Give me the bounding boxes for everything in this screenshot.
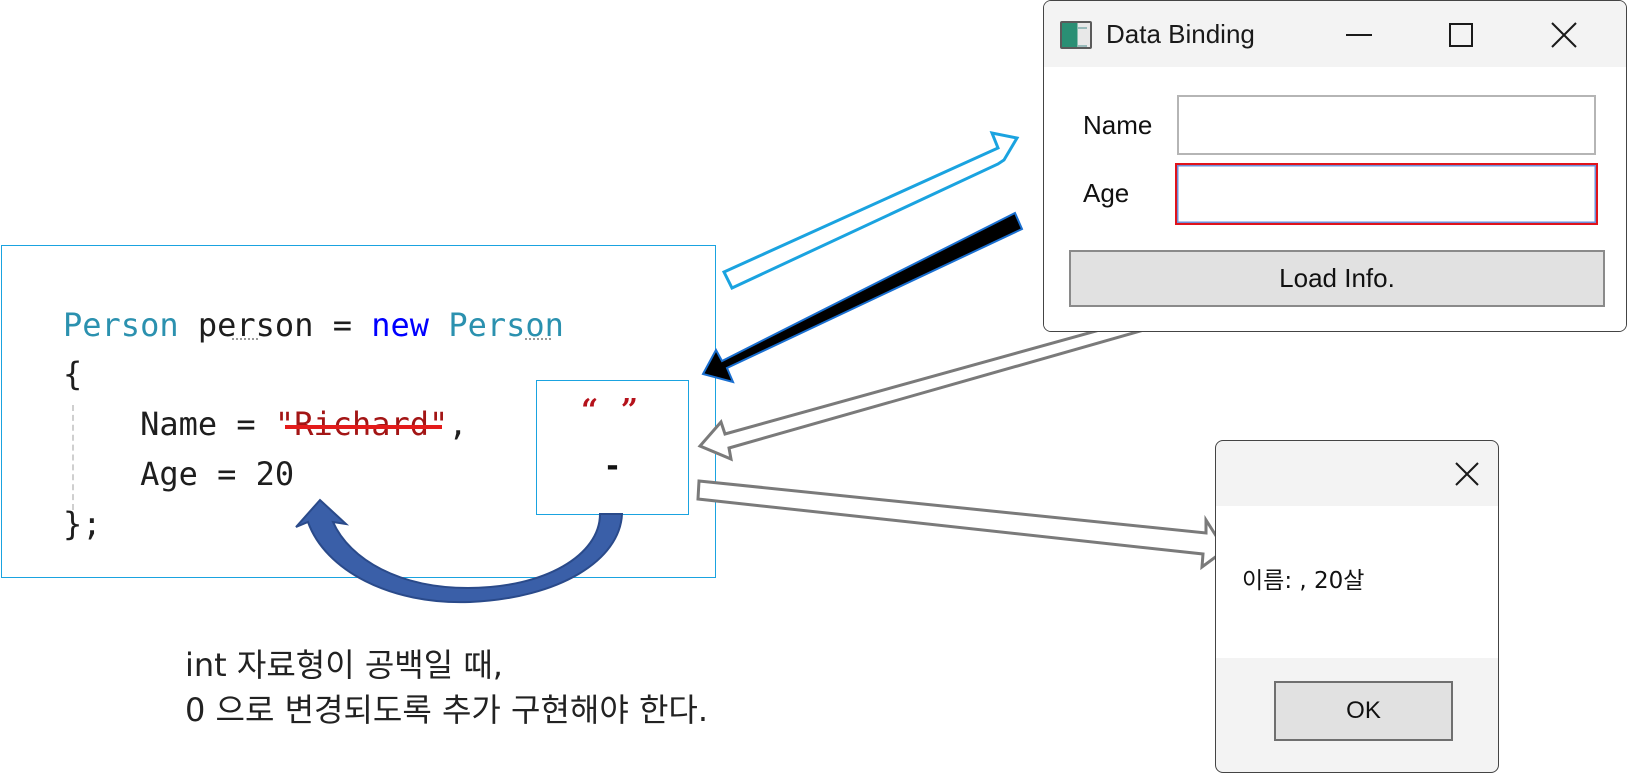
suggestion-dots bbox=[232, 338, 258, 340]
maximize-button[interactable] bbox=[1430, 15, 1490, 55]
empty-value-dash: - bbox=[606, 449, 619, 484]
code-token-type-2: Person bbox=[429, 306, 564, 344]
load-info-button[interactable]: Load Info. bbox=[1069, 250, 1605, 307]
code-line-5: }; bbox=[63, 505, 102, 543]
code-token-var: person = bbox=[178, 306, 372, 344]
window-title: Data Binding bbox=[1106, 19, 1255, 49]
close-icon bbox=[1455, 462, 1479, 486]
data-binding-window: Data Binding Name Age Load Info. bbox=[1043, 0, 1627, 332]
indent-guide bbox=[72, 405, 74, 510]
message-box: 이름: , 20살 OK bbox=[1215, 440, 1499, 773]
window-body: Name Age Load Info. bbox=[1044, 67, 1626, 331]
age-input[interactable] bbox=[1175, 163, 1598, 225]
blue-curved-arrow bbox=[295, 498, 624, 604]
close-button[interactable] bbox=[1534, 15, 1594, 55]
age-label: Age bbox=[1083, 178, 1130, 208]
code-token-name-assign: Name = bbox=[63, 405, 275, 443]
suggestion-dots-2 bbox=[525, 338, 551, 340]
name-label: Name bbox=[1083, 110, 1153, 140]
msgbox-close-button[interactable] bbox=[1450, 457, 1484, 491]
blue-hollow-arrow bbox=[721, 130, 1020, 290]
code-token-comma: , bbox=[448, 405, 468, 443]
value-popup: “ ” - bbox=[536, 380, 689, 515]
empty-string-quotes: “ ” bbox=[581, 393, 644, 428]
code-line-2: { bbox=[63, 355, 83, 393]
msgbox-content: 이름: , 20살 bbox=[1216, 506, 1498, 658]
black-filled-arrow bbox=[701, 211, 1024, 384]
code-token-keyword: new bbox=[371, 306, 430, 344]
close-icon bbox=[1551, 22, 1577, 48]
minimize-icon bbox=[1346, 34, 1372, 36]
gray-hollow-arrow-to-msgbox bbox=[696, 479, 1228, 571]
msgbox-text: 이름: , 20살 bbox=[1242, 568, 1365, 594]
string-quote-close: " bbox=[429, 405, 449, 443]
code-line-1: Person person = new Person bbox=[63, 305, 564, 345]
window-titlebar[interactable]: Data Binding bbox=[1044, 1, 1626, 67]
string-body: Richard bbox=[294, 405, 430, 443]
code-line-4: Age = 20 bbox=[63, 455, 295, 493]
name-input[interactable] bbox=[1177, 95, 1596, 155]
minimize-button[interactable] bbox=[1328, 15, 1388, 55]
code-token-type: Person bbox=[63, 306, 179, 344]
code-line-3: Name = "Richard", bbox=[63, 404, 468, 444]
app-icon bbox=[1060, 21, 1092, 49]
maximize-icon bbox=[1449, 23, 1473, 47]
code-token-string-struck: "Richard" bbox=[275, 405, 448, 443]
string-quote-open: " bbox=[274, 405, 295, 443]
ok-button[interactable]: OK bbox=[1274, 681, 1453, 741]
caption-line-1: int 자료형이 공백일 때, bbox=[185, 646, 503, 684]
caption-line-2: 0 으로 변경되도록 추가 구현해야 한다. bbox=[185, 691, 708, 729]
